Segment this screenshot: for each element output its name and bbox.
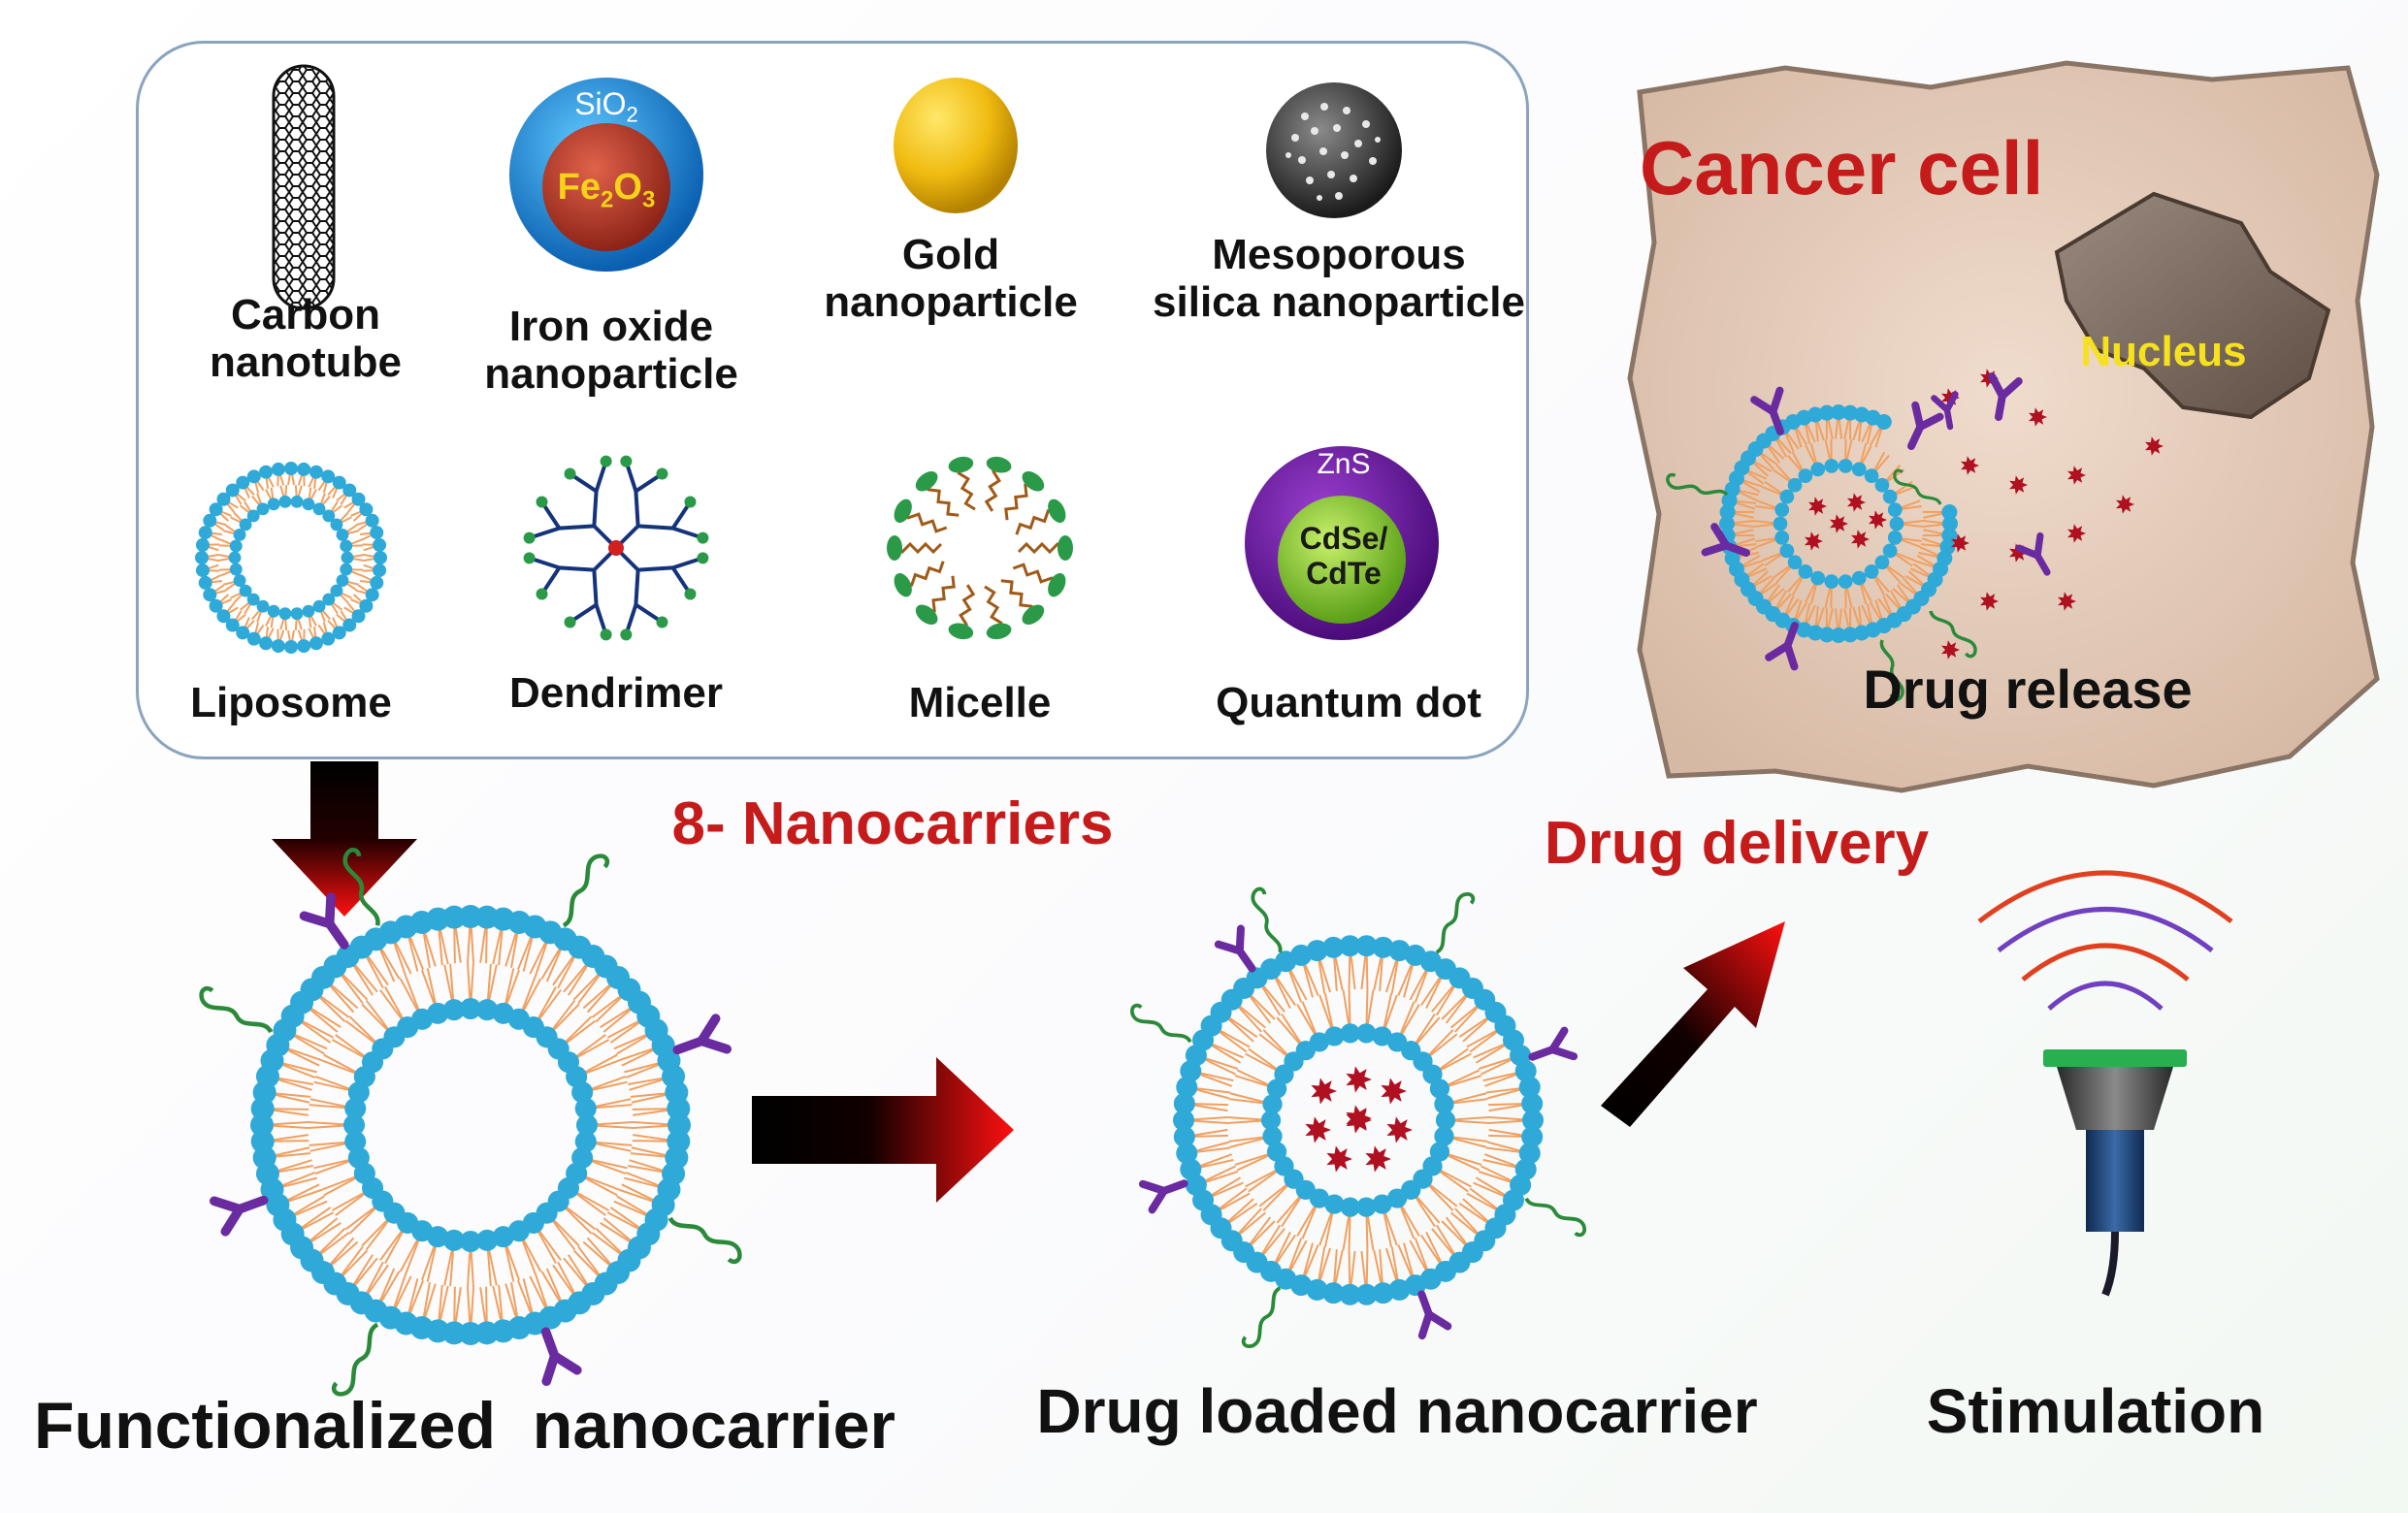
stimulation-waves-icon bbox=[1977, 870, 2233, 1011]
quantum-dot-core-label: CdSe/CdTe bbox=[1299, 521, 1388, 591]
functionalized-nanocarrier-label: Functionalized nanocarrier bbox=[34, 1389, 895, 1463]
carbon-nanotube-label: Carbon nanotube bbox=[210, 291, 402, 387]
iron-oxide-label: Iron oxide nanoparticle bbox=[484, 303, 738, 399]
cancer-cell-icon bbox=[1627, 60, 2380, 793]
gold-nanoparticle-label: Gold nanoparticle bbox=[824, 231, 1078, 327]
section-title: 8- Nanocarriers bbox=[671, 790, 1114, 857]
drug-loaded-nanocarrier-label: Drug loaded nanocarrier bbox=[1036, 1376, 1758, 1446]
mesoporous-silica-nanoparticle-icon bbox=[1266, 82, 1402, 218]
drug-loaded-nanocarrier-icon bbox=[1130, 886, 1586, 1348]
drug-release-carrier-icon bbox=[1666, 386, 1977, 702]
right-arrow-icon bbox=[752, 1057, 1014, 1203]
mesoporous-silica-label: Mesoporous silica nanoparticle bbox=[1153, 231, 1525, 327]
iron-oxide-core-label: Fe2O3 bbox=[557, 167, 656, 213]
liposome-icon bbox=[195, 462, 387, 654]
nucleus-label: Nucleus bbox=[2080, 328, 2247, 375]
functionalized-nanocarrier-icon bbox=[199, 847, 742, 1397]
gold-nanoparticle-icon bbox=[894, 78, 1018, 213]
drug-delivery-label: Drug delivery bbox=[1544, 810, 1930, 877]
down-arrow-icon bbox=[272, 761, 417, 917]
quantum-dot-shell-label: ZnS bbox=[1317, 448, 1371, 480]
dendrimer-label: Dendrimer bbox=[508, 669, 724, 717]
drug-release-label: Drug release bbox=[1863, 659, 2193, 720]
quantum-dot-label: Quantum dot bbox=[1216, 679, 1481, 726]
ultrasound-probe-icon bbox=[2043, 1049, 2187, 1297]
cancer-cell-title: Cancer cell bbox=[1640, 125, 2044, 210]
stimulation-label: Stimulation bbox=[1926, 1376, 2265, 1446]
released-drug-icons bbox=[1893, 369, 2164, 660]
liposome-label: Liposome bbox=[190, 679, 392, 726]
diagonal-arrow-icon bbox=[1601, 921, 1785, 1127]
iron-oxide-nanoparticle-icon bbox=[509, 78, 703, 272]
iron-oxide-shell-label: SiO2 bbox=[574, 86, 638, 127]
micelle-label: Micelle bbox=[908, 679, 1052, 726]
micelle-icon bbox=[887, 456, 1073, 640]
dendrimer-icon bbox=[523, 455, 709, 641]
quantum-dot-icon bbox=[1245, 446, 1439, 640]
carbon-nanotube-icon bbox=[272, 64, 336, 310]
